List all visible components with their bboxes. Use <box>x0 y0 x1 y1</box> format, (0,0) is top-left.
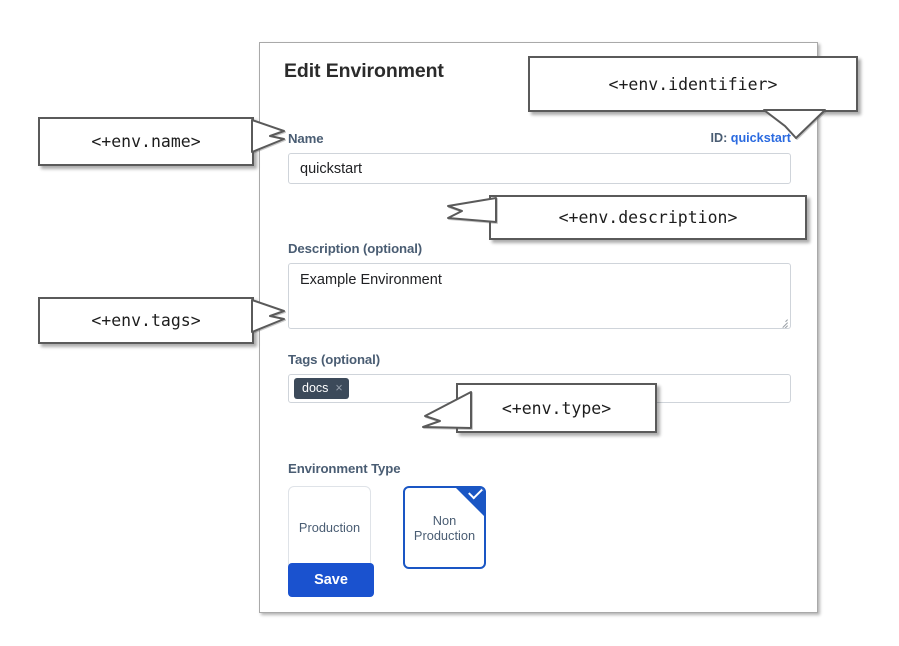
environment-type-option-production[interactable]: Production <box>288 486 371 569</box>
annotation-callout-env-identifier: <+env.identifier> <box>528 56 858 112</box>
environment-id-line: ID: quickstart <box>711 131 792 145</box>
save-button[interactable]: Save <box>288 563 374 597</box>
environment-type-option-label: Production <box>298 520 361 535</box>
resize-handle-icon[interactable] <box>776 314 789 328</box>
check-icon <box>455 488 484 517</box>
tags-label: Tags (optional) <box>288 352 381 367</box>
environment-type-option-non-production[interactable]: Non Production <box>403 486 486 569</box>
description-textarea[interactable]: Example Environment <box>288 263 791 329</box>
name-label: Name <box>288 131 324 146</box>
tag-chip-label: docs <box>302 381 329 395</box>
close-icon[interactable]: × <box>335 381 343 396</box>
annotation-callout-env-type: <+env.type> <box>456 383 657 433</box>
annotation-callout-env-tags: <+env.tags> <box>38 297 254 344</box>
edit-environment-panel: Edit Environment Name ID: quickstart Des… <box>259 42 818 613</box>
tag-chip-docs[interactable]: docs × <box>294 378 349 399</box>
name-input[interactable] <box>288 153 791 184</box>
annotation-callout-env-description: <+env.description> <box>489 195 807 240</box>
environment-id-prefix: ID: <box>710 131 728 145</box>
environment-type-label: Environment Type <box>288 461 401 476</box>
environment-id-value[interactable]: quickstart <box>730 131 791 145</box>
description-label: Description (optional) <box>288 241 423 256</box>
annotation-callout-env-name: <+env.name> <box>38 117 254 166</box>
page-title: Edit Environment <box>284 60 444 82</box>
description-value: Example Environment <box>300 272 442 288</box>
environment-type-option-label: Non Production <box>413 512 476 543</box>
